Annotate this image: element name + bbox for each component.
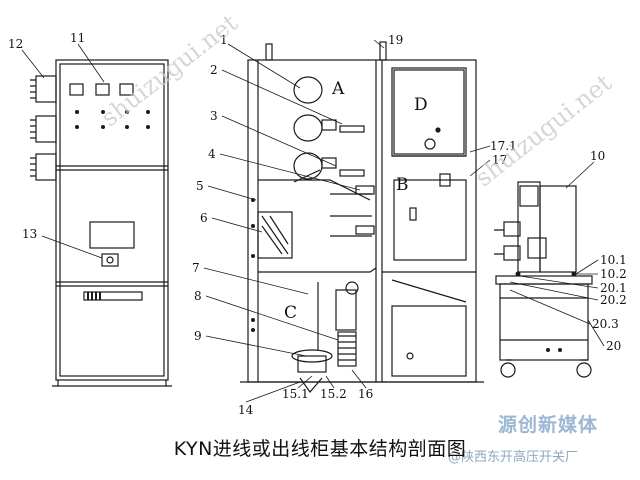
callout-16: 16: [358, 387, 373, 401]
compartment-b: B: [396, 175, 409, 195]
leader-lines: [21, 39, 605, 403]
callout-8: 8: [194, 289, 202, 303]
front-view-cabinet: [30, 59, 172, 387]
callout-4: 4: [208, 147, 216, 161]
callout-1: 1: [220, 33, 228, 47]
callout-20-1: 20.1: [600, 281, 627, 295]
callout-20-3: 20.3: [592, 317, 619, 331]
callout-12: 12: [8, 37, 23, 51]
callout-5: 5: [196, 179, 204, 193]
compartment-labels: A B C D: [284, 79, 428, 323]
callout-11: 11: [70, 31, 85, 45]
callout-10: 10: [590, 149, 605, 163]
callout-2: 2: [210, 63, 218, 77]
callout-14: 14: [238, 403, 254, 417]
compartment-d: D: [414, 95, 428, 115]
callout-19: 19: [388, 33, 403, 47]
side-bushings: [30, 75, 57, 181]
watermark-account: @陕西东开高压开关厂: [448, 450, 579, 465]
surge-arrester: [337, 331, 357, 367]
compartment-a: A: [331, 79, 345, 99]
callout-15-1: 15.1: [282, 387, 309, 401]
callout-10-1: 10.1: [600, 253, 627, 267]
callout-17: 17: [492, 153, 507, 167]
callout-6: 6: [200, 211, 208, 225]
callout-10-2: 10.2: [600, 267, 627, 281]
callout-13: 13: [22, 227, 37, 241]
callout-20-2: 20.2: [600, 293, 627, 307]
compartment-c: C: [284, 303, 297, 323]
diagram-caption: KYN进线或出线柜基本结构剖面图: [173, 438, 467, 460]
callout-3: 3: [210, 109, 218, 123]
callout-17-1: 17.1: [490, 139, 517, 153]
callout-9: 9: [194, 329, 202, 343]
callout-20: 20: [606, 339, 621, 353]
callout-7: 7: [192, 261, 200, 275]
busbar-bushings: [293, 76, 365, 183]
callout-15-2: 15.2: [320, 387, 347, 401]
section-view-cabinet: [240, 41, 484, 393]
watermark-logo: 源创新媒体: [498, 414, 599, 436]
callout-labels: 12 11 13 1 2 3 4 5 6 7 8 9 14 15.1 15.2 …: [8, 31, 627, 417]
withdrawable-truck: [494, 181, 593, 378]
